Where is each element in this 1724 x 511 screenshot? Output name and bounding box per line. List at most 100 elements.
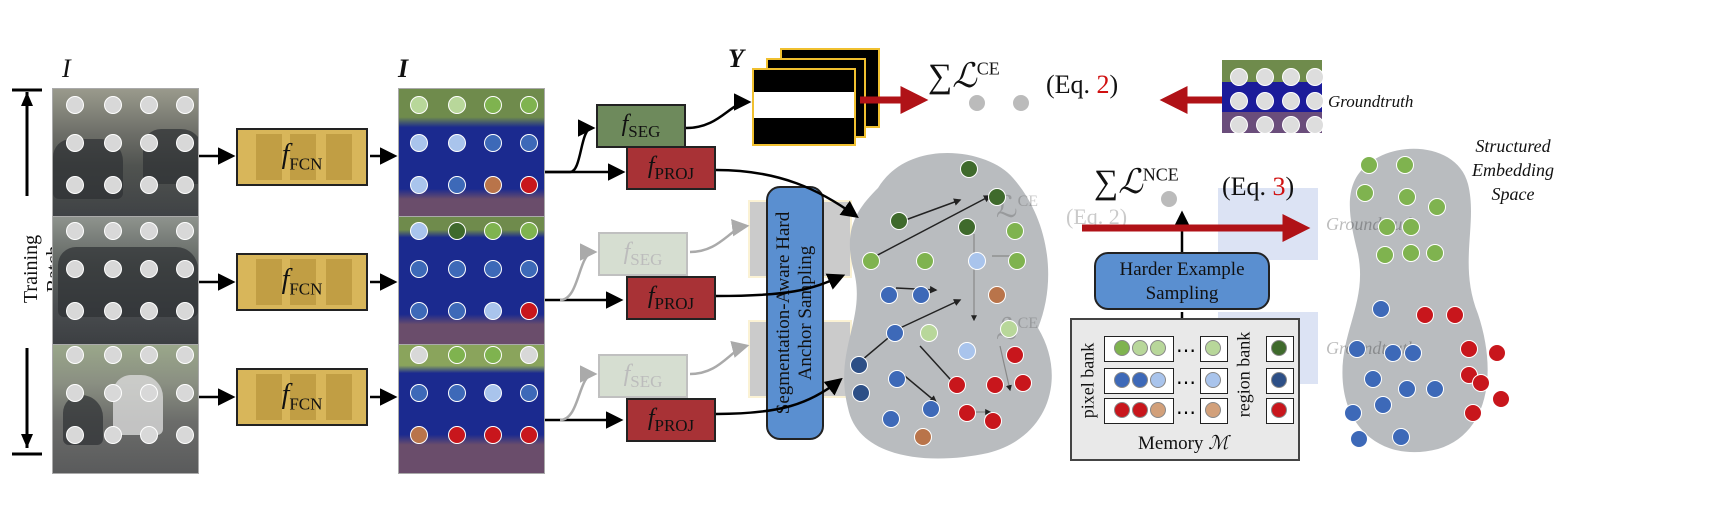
embedding-dot bbox=[484, 260, 502, 278]
embedding-dot bbox=[448, 260, 466, 278]
ce-sum: ∑ bbox=[928, 58, 953, 95]
embedding-dot bbox=[104, 346, 122, 364]
embedding-dot bbox=[176, 384, 194, 402]
seg-block-2: fSEG bbox=[598, 232, 688, 276]
embedding-dot bbox=[104, 426, 122, 444]
embedding-dot bbox=[176, 346, 194, 364]
embedding-dot bbox=[958, 404, 976, 422]
embedding-dot bbox=[1271, 402, 1287, 418]
embedding-dot bbox=[1426, 380, 1444, 398]
embedding-dot bbox=[1271, 372, 1287, 388]
nce-sum: ∑ bbox=[1094, 164, 1119, 201]
embedding-dot bbox=[1396, 156, 1414, 174]
embedding-dot bbox=[1374, 396, 1392, 414]
embedding-dot bbox=[484, 176, 502, 194]
embedding-dot bbox=[1378, 218, 1396, 236]
structured-space-label: Structured Embedding Space bbox=[1472, 136, 1554, 204]
fcn-block-1: fFCN bbox=[236, 128, 368, 186]
embedding-dot bbox=[958, 218, 976, 236]
embedding-dot bbox=[984, 412, 1002, 430]
embedding-dot bbox=[1000, 320, 1018, 338]
embedding-dot bbox=[1306, 68, 1324, 86]
nce-sup: NCE bbox=[1142, 164, 1179, 185]
embedding-dot bbox=[104, 302, 122, 320]
embedding-dot bbox=[1230, 116, 1248, 134]
embedding-dot bbox=[1114, 402, 1130, 418]
ce-symbol: ℒ bbox=[952, 56, 977, 96]
embedding-dot bbox=[410, 260, 428, 278]
embedding-dot bbox=[66, 222, 84, 240]
embedding-dot bbox=[448, 222, 466, 240]
embedding-dot bbox=[140, 302, 158, 320]
input-image-label: I bbox=[62, 54, 71, 83]
embedding-dot bbox=[1014, 374, 1032, 392]
embedding-dot bbox=[1492, 390, 1510, 408]
embedding-dot bbox=[176, 426, 194, 444]
fcn-block-3: fFCN bbox=[236, 368, 368, 426]
embedding-dot bbox=[912, 286, 930, 304]
embedding-dot bbox=[1006, 222, 1024, 240]
proj-block-3: fPROJ bbox=[626, 398, 716, 442]
output-image-label: I bbox=[398, 54, 409, 83]
embedding-dot bbox=[484, 346, 502, 364]
embedding-dot bbox=[948, 376, 966, 394]
embedding-dot bbox=[66, 302, 84, 320]
embedding-dot bbox=[862, 252, 880, 270]
embedding-dot bbox=[104, 222, 122, 240]
embedding-dot bbox=[888, 370, 906, 388]
embedding-dot bbox=[410, 134, 428, 152]
embedding-dot bbox=[176, 96, 194, 114]
embedding-dot bbox=[176, 260, 194, 278]
embedding-dot bbox=[104, 134, 122, 152]
nce-equation: (Eq. 3) bbox=[1222, 172, 1295, 201]
embedding-dot bbox=[1344, 404, 1362, 422]
embedding-dot bbox=[1230, 92, 1248, 110]
proj-block-1: fPROJ bbox=[626, 146, 716, 190]
nce-loss: ∑ℒNCE bbox=[1094, 162, 1179, 202]
embedding-dot bbox=[140, 176, 158, 194]
embedding-dot bbox=[1205, 402, 1221, 418]
embedding-dot bbox=[140, 222, 158, 240]
embedding-dot bbox=[1132, 372, 1148, 388]
embedding-dot bbox=[852, 384, 870, 402]
embedding-dot bbox=[410, 346, 428, 364]
embedding-dot bbox=[66, 260, 84, 278]
embedding-dot bbox=[448, 426, 466, 444]
embedding-dot bbox=[1205, 372, 1221, 388]
nce-symbol: ℒ bbox=[1118, 162, 1143, 202]
segmented-photo-3 bbox=[398, 344, 545, 474]
embedding-dot bbox=[1384, 344, 1402, 362]
embedding-dot bbox=[1012, 94, 1030, 112]
memory-label: Memory ℳ bbox=[1138, 433, 1229, 454]
embedding-dot bbox=[520, 426, 538, 444]
seg-block-3: fSEG bbox=[598, 354, 688, 398]
embedding-dot bbox=[1282, 68, 1300, 86]
ce-sup: CE bbox=[976, 58, 1000, 79]
embedding-dot bbox=[1132, 340, 1148, 356]
embedding-dot bbox=[520, 260, 538, 278]
embedding-dot bbox=[1256, 68, 1274, 86]
embedding-dot bbox=[1282, 92, 1300, 110]
embedding-dot bbox=[176, 222, 194, 240]
ce-equation: (Eq. 2) bbox=[1046, 70, 1119, 99]
embedding-dot bbox=[448, 302, 466, 320]
embedding-dot bbox=[1360, 156, 1378, 174]
ellipsis-1: ⋯ bbox=[1176, 340, 1196, 362]
embedding-dot bbox=[1205, 340, 1221, 356]
embedding-dot bbox=[176, 134, 194, 152]
embedding-dot bbox=[484, 426, 502, 444]
embedding-dot bbox=[1160, 190, 1178, 208]
embedding-dot bbox=[1350, 430, 1368, 448]
embedding-dot bbox=[104, 176, 122, 194]
embedding-dot bbox=[410, 222, 428, 240]
embedding-dot bbox=[920, 324, 938, 342]
embedding-dot bbox=[520, 176, 538, 194]
embedding-dot bbox=[1256, 116, 1274, 134]
embedding-dot bbox=[66, 176, 84, 194]
embedding-dot bbox=[176, 176, 194, 194]
embedding-dot bbox=[986, 376, 1004, 394]
embedding-dot bbox=[1398, 380, 1416, 398]
embedding-dot bbox=[176, 302, 194, 320]
embedding-dot bbox=[484, 384, 502, 402]
embedding-dot bbox=[1150, 402, 1166, 418]
